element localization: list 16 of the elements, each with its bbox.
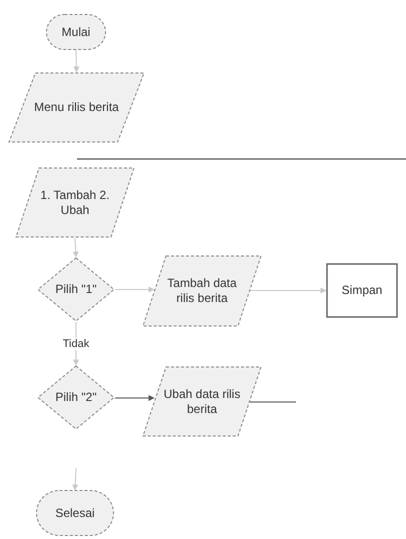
node-label: Simpan [342, 283, 382, 298]
node-label: Pilih "2" [55, 390, 97, 405]
arrow [114, 286, 155, 292]
edge-label: Tidak [60, 338, 92, 350]
arrow [73, 50, 80, 73]
node-label: Ubah data rilis berita [162, 386, 242, 416]
arrow [72, 238, 79, 258]
arrow [72, 468, 78, 491]
node-label: Selesai [55, 506, 95, 520]
arrow [250, 288, 327, 294]
arrow [114, 395, 155, 401]
node-label: Menu rilis berita [34, 100, 119, 115]
node-label: Tambah data rilis berita [166, 276, 238, 306]
node-label: Mulai [62, 24, 90, 40]
node-label: 1. Tambah 2. Ubah [40, 188, 110, 218]
node-label: Pilih "1" [55, 282, 97, 297]
